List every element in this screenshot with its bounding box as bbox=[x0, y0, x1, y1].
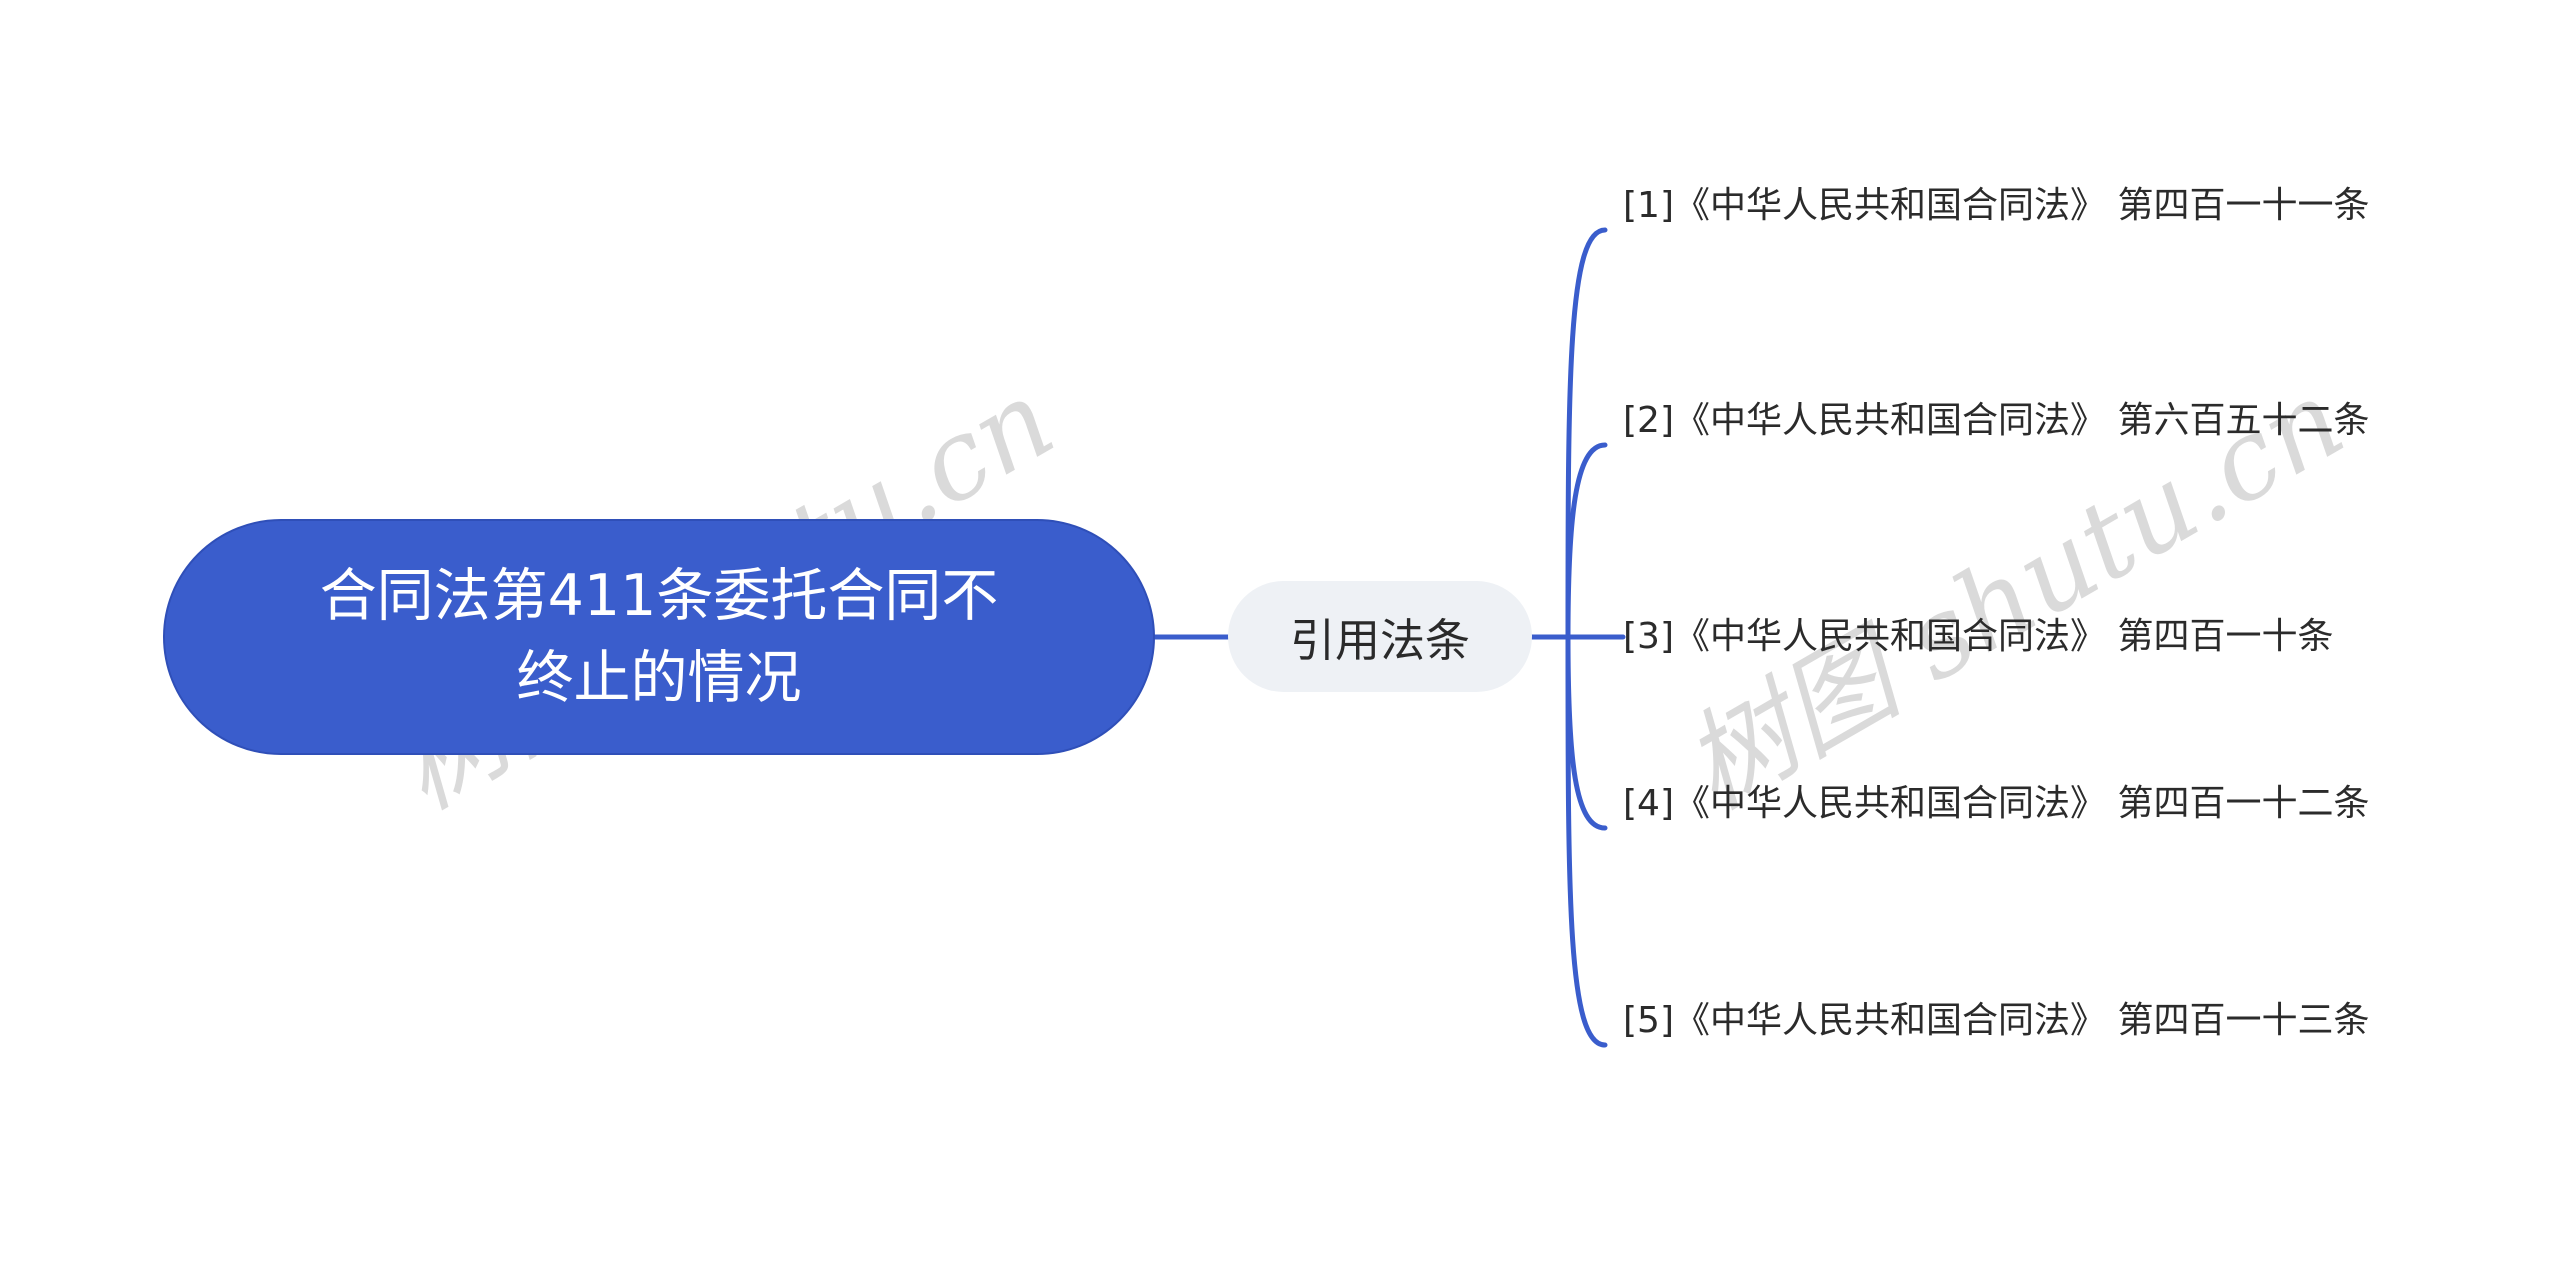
leaf-node[interactable]: [4]《中华人民共和国合同法》 第四百一十二条 bbox=[1623, 783, 2370, 824]
branch-node-cited-laws[interactable]: 引用法条 bbox=[1228, 581, 1532, 692]
leaf-node[interactable]: [5]《中华人民共和国合同法》 第四百一十三条 bbox=[1623, 1000, 2370, 1041]
root-node[interactable]: 合同法第411条委托合同不终止的情况 bbox=[163, 519, 1155, 755]
leaf-node[interactable]: [1]《中华人民共和国合同法》 第四百一十一条 bbox=[1623, 185, 2370, 226]
branch-node-label: 引用法条 bbox=[1289, 614, 1470, 667]
leaf-node[interactable]: [2]《中华人民共和国合同法》 第六百五十二条 bbox=[1623, 400, 2370, 441]
root-node-label: 合同法第411条委托合同不终止的情况 bbox=[319, 563, 999, 711]
leaf-node[interactable]: [3]《中华人民共和国合同法》 第四百一十条 bbox=[1623, 616, 2334, 657]
